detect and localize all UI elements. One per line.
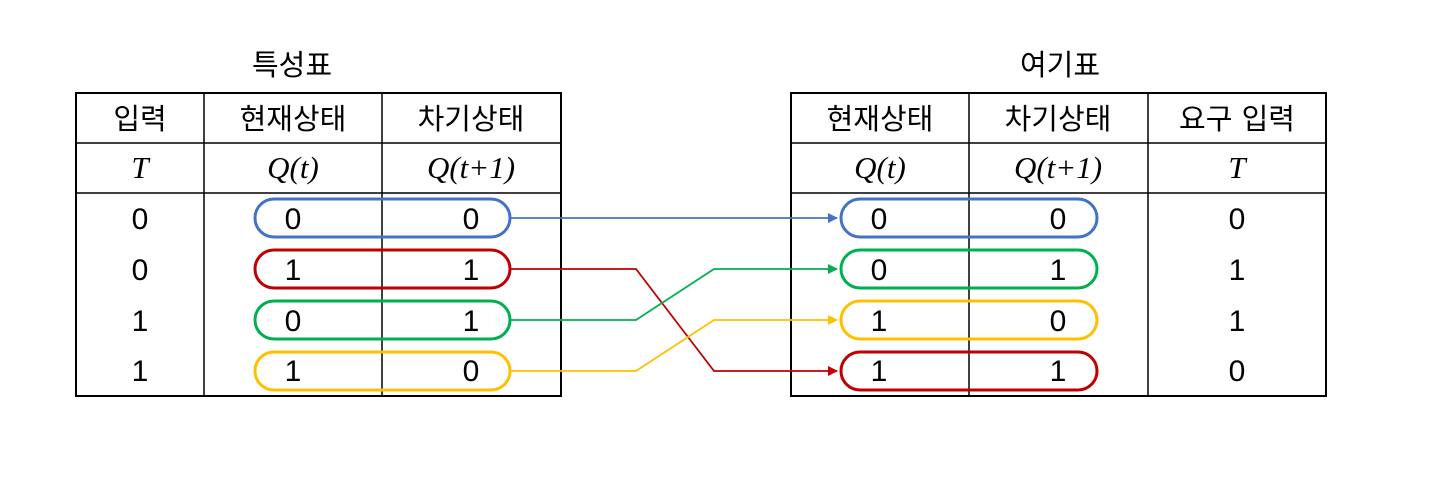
highlight-row-1 [839,248,1099,290]
symbol-q-t-plus-1: Q(t+1) [1014,150,1102,185]
symbol-t: T [1228,150,1248,185]
cell-t: 1 [1229,254,1246,287]
connector-row2-to-row1 [511,264,838,321]
cell-q-next: 1 [1050,254,1067,287]
symbol-q-t: Q(t) [267,150,319,185]
excitation-table-title: 여기표 [1020,48,1100,82]
symbol-q-t-plus-1: Q(t+1) [427,150,515,185]
cell-q: 1 [285,355,302,388]
connector-row1-to-row3 [511,268,838,376]
cell-q-next: 0 [1050,305,1067,338]
mapping-connectors [511,213,838,376]
header-next-state: 차기상태 [418,102,525,136]
highlight-row-0 [839,197,1099,239]
excitation-table: 여기표 현재상태 차기상태 요구 입력 Q(t) Q(t+1) T 0 0 1 … [790,48,1327,397]
characteristic-table-title: 특성표 [252,48,332,82]
header-required-input: 요구 입력 [1179,102,1295,136]
excitation-table-border [790,92,1327,397]
highlight-row-0 [253,197,512,239]
cell-t: 0 [132,254,149,287]
symbol-q-t: Q(t) [854,150,906,185]
cell-q-next: 0 [463,355,480,388]
header-current-state: 현재상태 [240,102,347,136]
header-next-state: 차기상태 [1005,102,1112,136]
cell-q: 0 [871,254,888,287]
header-current-state: 현재상태 [827,102,934,136]
cell-q: 0 [285,305,302,338]
highlight-row-3 [253,350,512,392]
symbol-t: T [131,150,151,185]
cell-q-next: 0 [1050,203,1067,236]
cell-t: 0 [1229,355,1246,388]
cell-q: 1 [285,254,302,287]
highlight-row-2 [253,299,512,341]
cell-q: 0 [871,203,888,236]
cell-t: 1 [132,355,149,388]
cell-q: 0 [285,203,302,236]
cell-q-next: 0 [463,203,480,236]
cell-q-next: 1 [463,254,480,287]
cell-t: 0 [1229,203,1246,236]
cell-q: 1 [871,305,888,338]
cell-q-next: 1 [463,305,480,338]
characteristic-table-border [75,92,562,397]
cell-t: 1 [132,305,149,338]
cell-t: 0 [132,203,149,236]
highlight-row-2 [839,299,1099,341]
connector-row3-to-row2 [511,315,838,372]
highlight-row-1 [253,248,512,290]
highlight-row-3 [839,350,1099,392]
cell-q-next: 1 [1050,355,1067,388]
cell-t: 1 [1229,305,1246,338]
cell-q: 1 [871,355,888,388]
characteristic-table: 특성표 입력 현재상태 차기상태 T Q(t) Q(t+1) 0 0 1 1 0… [75,48,562,397]
header-input: 입력 [113,102,166,136]
